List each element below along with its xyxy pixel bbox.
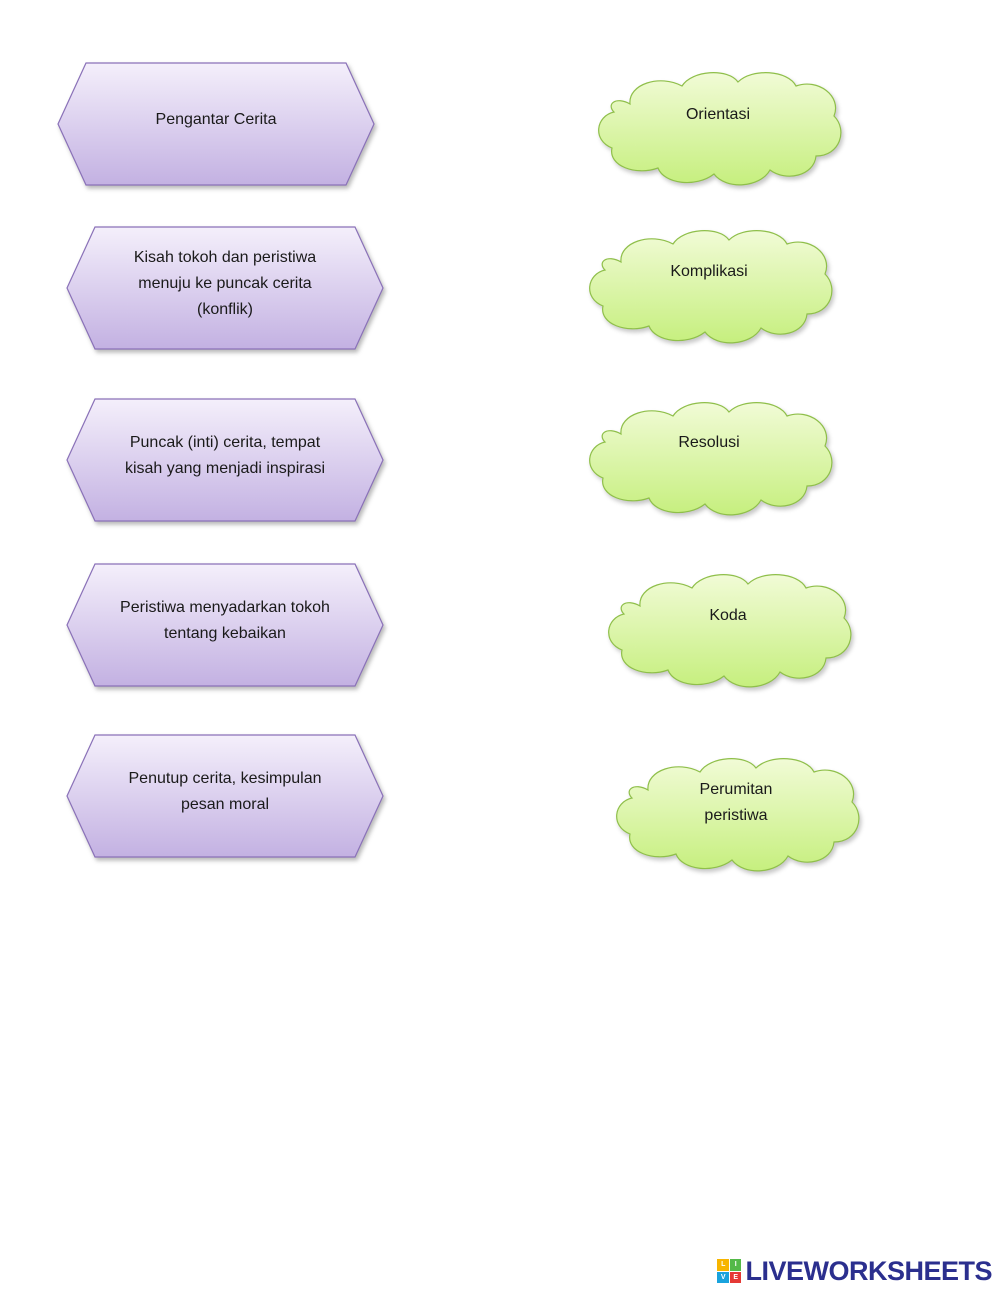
term-text-1: Orientasi — [685, 106, 751, 123]
description-text-4: Peristiwa menyadarkan tokoh tentang keba… — [120, 599, 330, 642]
logo-letter-e: E — [729, 1271, 742, 1283]
term-cloud-2[interactable]: Komplikasi — [583, 224, 835, 346]
term-cloud-4[interactable]: Koda — [602, 568, 854, 690]
term-cloud-1[interactable]: Orientasi — [592, 66, 844, 188]
description-box-1[interactable]: Pengantar Cerita — [56, 62, 376, 186]
liveworksheets-logo: L I V E LIVEWORKSHEETS — [717, 1255, 992, 1287]
term-cloud-3[interactable]: Resolusi — [583, 396, 835, 518]
description-text-1: Pengantar Cerita — [155, 111, 277, 128]
description-box-5[interactable]: Penutup cerita, kesimpulan pesan moral — [65, 734, 385, 858]
description-text-3: Puncak (inti) cerita, tempat kisah yang … — [124, 434, 326, 477]
term-cloud-5[interactable]: Perumitan peristiwa — [610, 752, 862, 874]
logo-letter-i: I — [729, 1259, 742, 1271]
description-box-4[interactable]: Peristiwa menyadarkan tokoh tentang keba… — [65, 563, 385, 687]
term-text-5: Perumitan peristiwa — [699, 781, 773, 824]
description-box-3[interactable]: Puncak (inti) cerita, tempat kisah yang … — [65, 398, 385, 522]
description-text-2: Kisah tokoh dan peristiwa menuju ke punc… — [133, 249, 317, 318]
term-text-3: Resolusi — [678, 434, 740, 451]
description-text-5: Penutup cerita, kesimpulan pesan moral — [128, 770, 322, 813]
logo-letter-v: V — [717, 1271, 729, 1283]
term-text-4: Koda — [709, 607, 747, 624]
description-box-2[interactable]: Kisah tokoh dan peristiwa menuju ke punc… — [65, 226, 385, 350]
live-logo-icon: L I V E — [717, 1259, 742, 1283]
term-text-2: Komplikasi — [670, 263, 748, 280]
logo-letter-l: L — [717, 1259, 729, 1271]
brand-text: LIVEWORKSHEETS — [745, 1255, 992, 1286]
